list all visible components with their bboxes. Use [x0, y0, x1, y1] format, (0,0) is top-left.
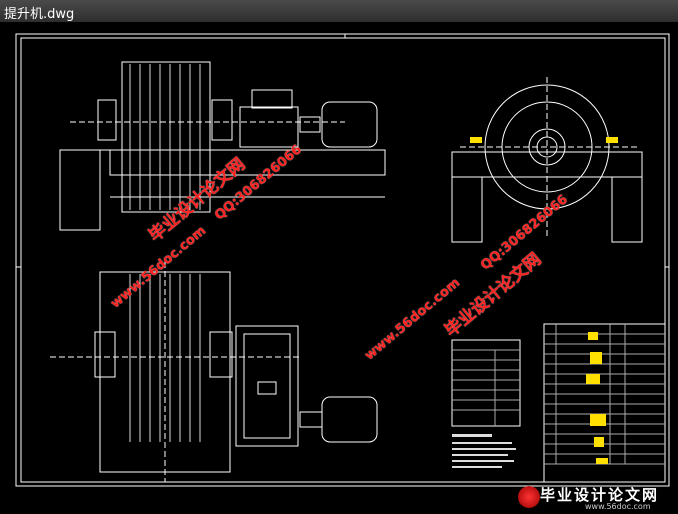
reducer-top	[239, 106, 299, 148]
footer-brand: 毕业设计论文网	[540, 486, 660, 504]
footer-url: www.56doc.com	[585, 502, 651, 511]
foundation-left	[59, 149, 101, 231]
highlight-marks	[470, 137, 618, 464]
window-titlebar: 提升机.dwg	[0, 0, 678, 23]
drum-top-view	[121, 61, 211, 213]
motor-top	[321, 101, 378, 148]
inner-border	[20, 37, 666, 483]
drawing-canvas[interactable]: 毕业设计论文网 QQ:306826066 www.56doc.com www.5…	[0, 22, 678, 514]
tech-spec-table	[451, 339, 521, 427]
notes-block	[452, 434, 516, 468]
sheet-border	[15, 33, 670, 487]
parts-list-table	[543, 323, 666, 483]
reducer-plan	[235, 325, 299, 447]
window-title: 提升机.dwg	[4, 7, 75, 22]
site-logo-icon	[518, 486, 540, 508]
cad-drawing	[15, 33, 670, 487]
motor-plan	[321, 396, 378, 443]
